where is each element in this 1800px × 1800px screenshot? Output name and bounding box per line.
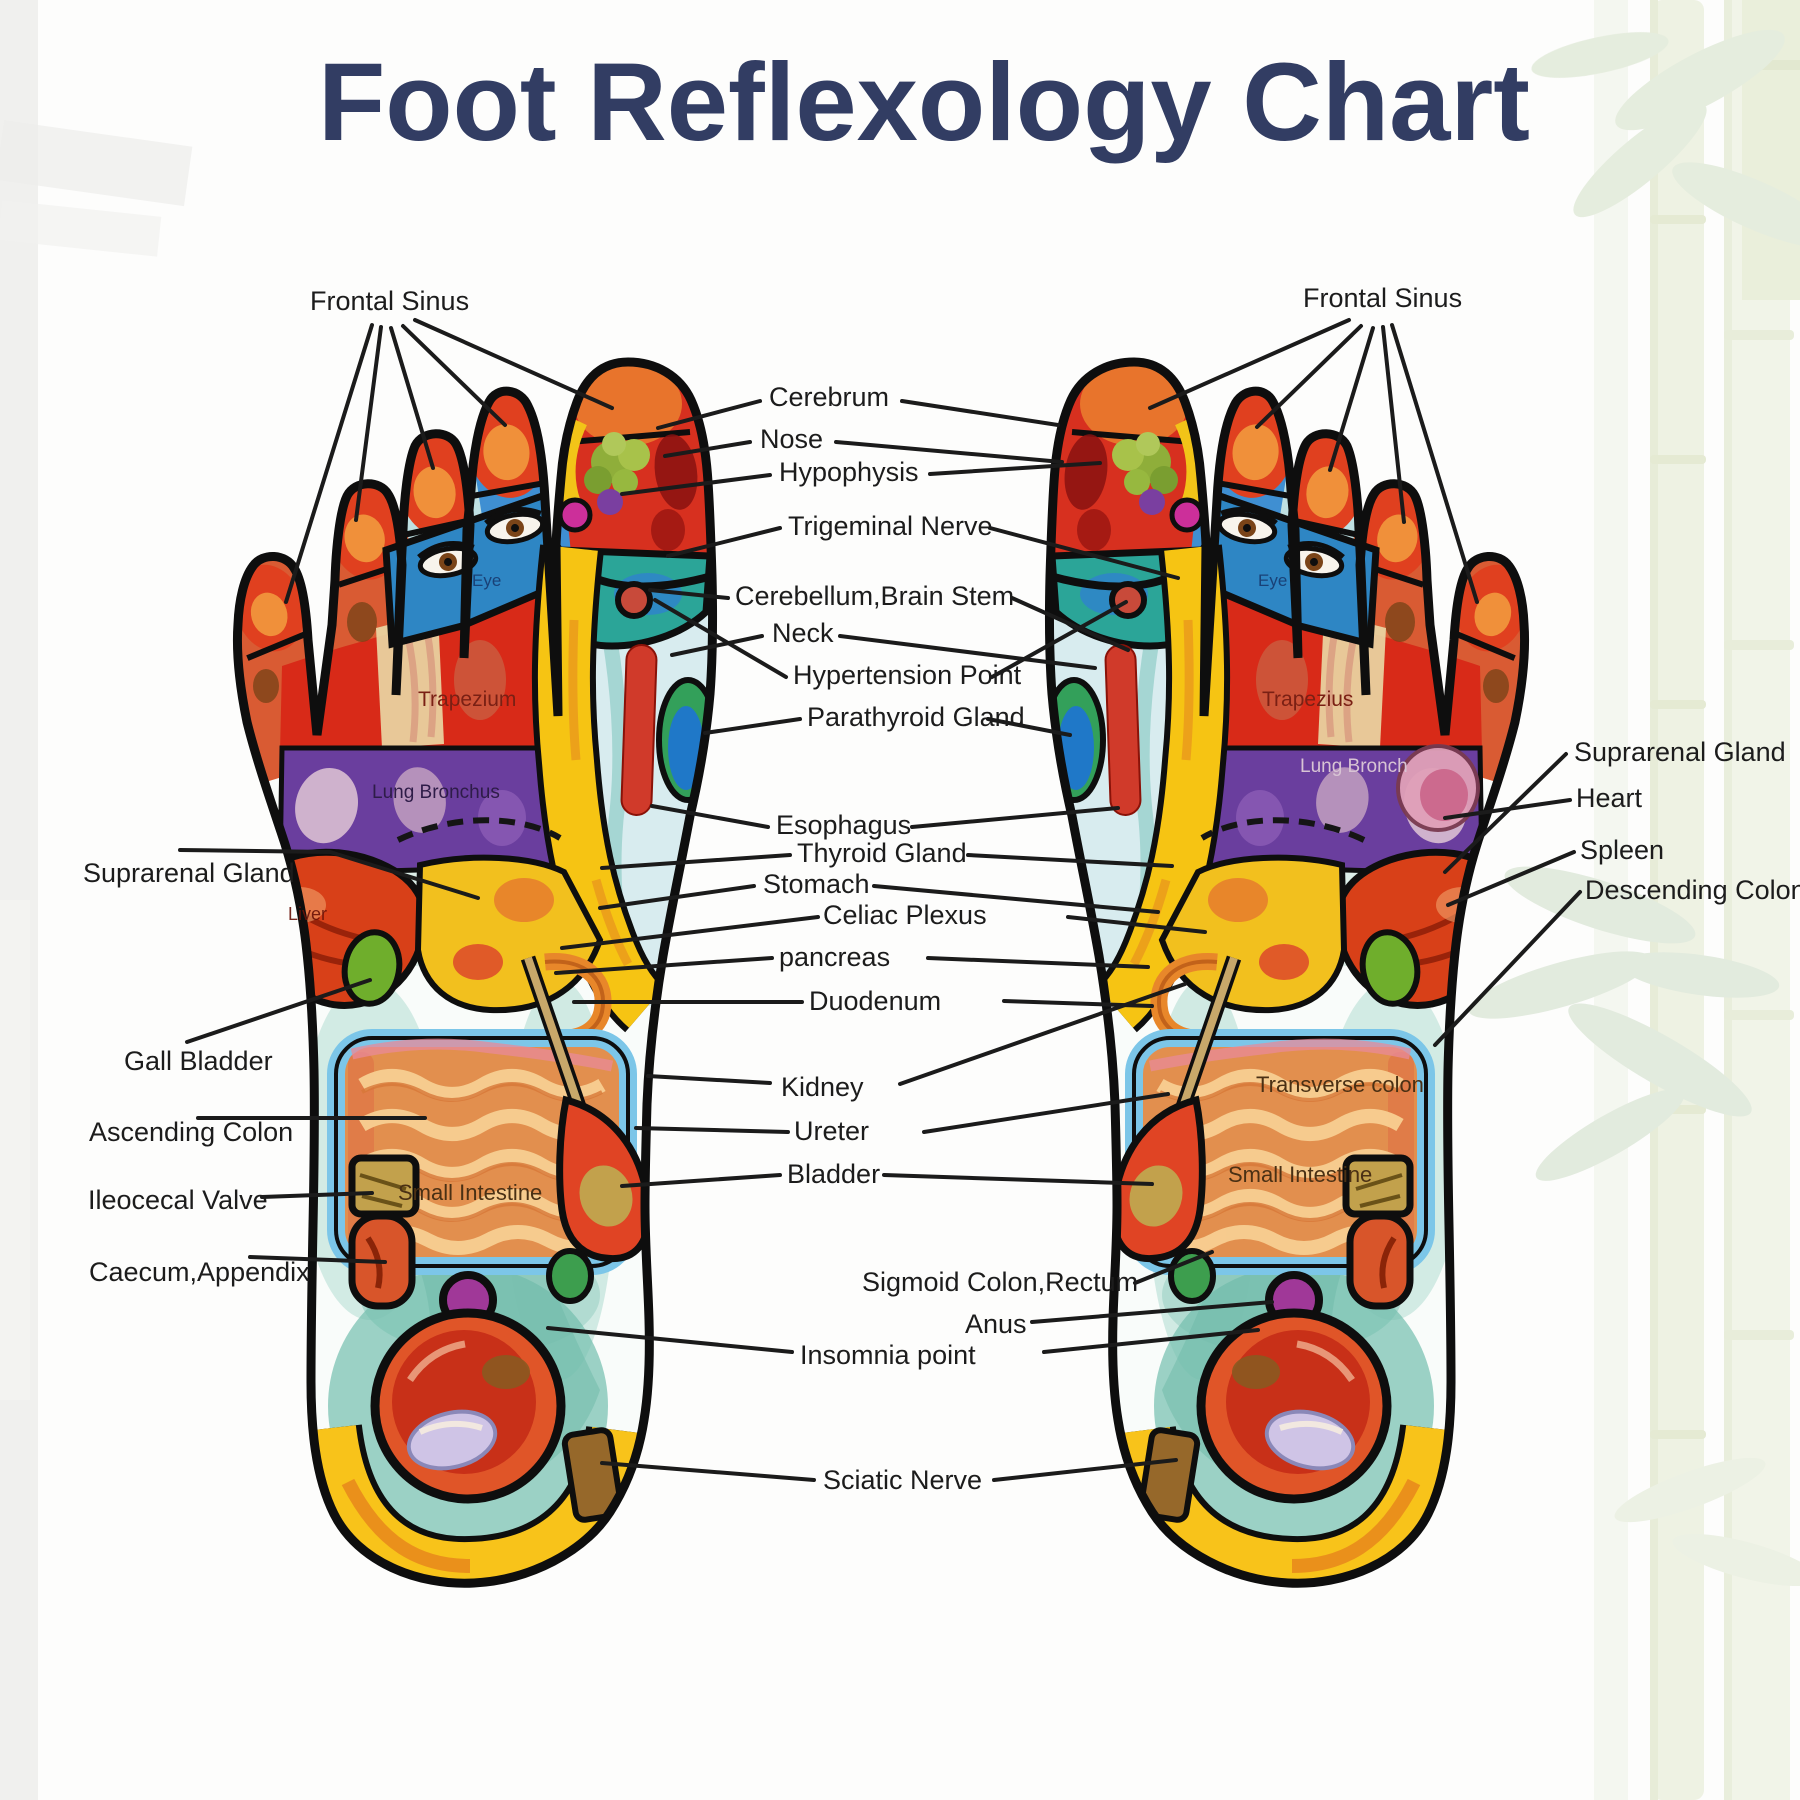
svg-text:Spleen: Spleen <box>1580 835 1664 865</box>
svg-text:Stomach: Stomach <box>763 869 870 899</box>
svg-text:Ascending Colon: Ascending Colon <box>89 1117 293 1147</box>
svg-text:Lung Bronch: Lung Bronch <box>1300 756 1408 777</box>
svg-text:Trigeminal Nerve: Trigeminal Nerve <box>788 511 993 541</box>
svg-text:Descending Colon: Descending Colon <box>1585 875 1800 905</box>
svg-text:Nose: Nose <box>760 424 823 454</box>
svg-text:Thyroid Gland: Thyroid Gland <box>797 838 967 868</box>
svg-text:Kidney: Kidney <box>781 1072 864 1102</box>
svg-text:Suprarenal Gland: Suprarenal Gland <box>83 858 295 888</box>
svg-text:Eye: Eye <box>472 571 501 590</box>
svg-text:Eye: Eye <box>1258 571 1287 590</box>
svg-text:Transverse colon: Transverse colon <box>1256 1072 1424 1097</box>
svg-text:Esophagus: Esophagus <box>776 810 911 840</box>
svg-text:Suprarenal Gland: Suprarenal Gland <box>1574 737 1786 767</box>
svg-text:Parathyroid Gland: Parathyroid Gland <box>807 702 1025 732</box>
svg-text:Lung Bronchus: Lung Bronchus <box>372 782 500 803</box>
svg-text:Bladder: Bladder <box>787 1159 880 1189</box>
svg-text:Frontal Sinus: Frontal Sinus <box>1303 283 1462 313</box>
svg-text:Cerebellum,Brain Stem: Cerebellum,Brain Stem <box>735 581 1014 611</box>
svg-text:Insomnia point: Insomnia point <box>800 1340 976 1370</box>
svg-text:Trapezium: Trapezium <box>418 688 516 711</box>
svg-text:Gall Bladder: Gall Bladder <box>124 1046 273 1076</box>
svg-text:Heart: Heart <box>1576 783 1643 813</box>
svg-text:Anus: Anus <box>965 1309 1027 1339</box>
svg-text:Ureter: Ureter <box>794 1116 869 1146</box>
svg-text:Duodenum: Duodenum <box>809 986 941 1016</box>
svg-text:Sigmoid Colon,Rectum: Sigmoid Colon,Rectum <box>862 1267 1138 1297</box>
svg-text:Hypertension Point: Hypertension Point <box>793 660 1022 690</box>
svg-text:Small Intestine: Small Intestine <box>398 1180 542 1205</box>
svg-text:Celiac Plexus: Celiac Plexus <box>823 900 987 930</box>
svg-text:Small Intestine: Small Intestine <box>1228 1162 1372 1187</box>
svg-text:Caecum,Appendix: Caecum,Appendix <box>89 1257 310 1287</box>
svg-text:Hypophysis: Hypophysis <box>779 457 919 487</box>
svg-text:Ileocecal Valve: Ileocecal Valve <box>88 1185 268 1215</box>
svg-text:Sciatic Nerve: Sciatic Nerve <box>823 1465 982 1495</box>
svg-text:pancreas: pancreas <box>779 942 890 972</box>
svg-text:Trapezius: Trapezius <box>1262 688 1353 711</box>
svg-text:Neck: Neck <box>772 618 834 648</box>
svg-text:Foot Reflexology Chart: Foot Reflexology Chart <box>318 41 1530 164</box>
svg-text:Liver: Liver <box>288 904 327 924</box>
svg-text:Cerebrum: Cerebrum <box>769 382 889 412</box>
svg-text:Frontal Sinus: Frontal Sinus <box>310 286 469 316</box>
